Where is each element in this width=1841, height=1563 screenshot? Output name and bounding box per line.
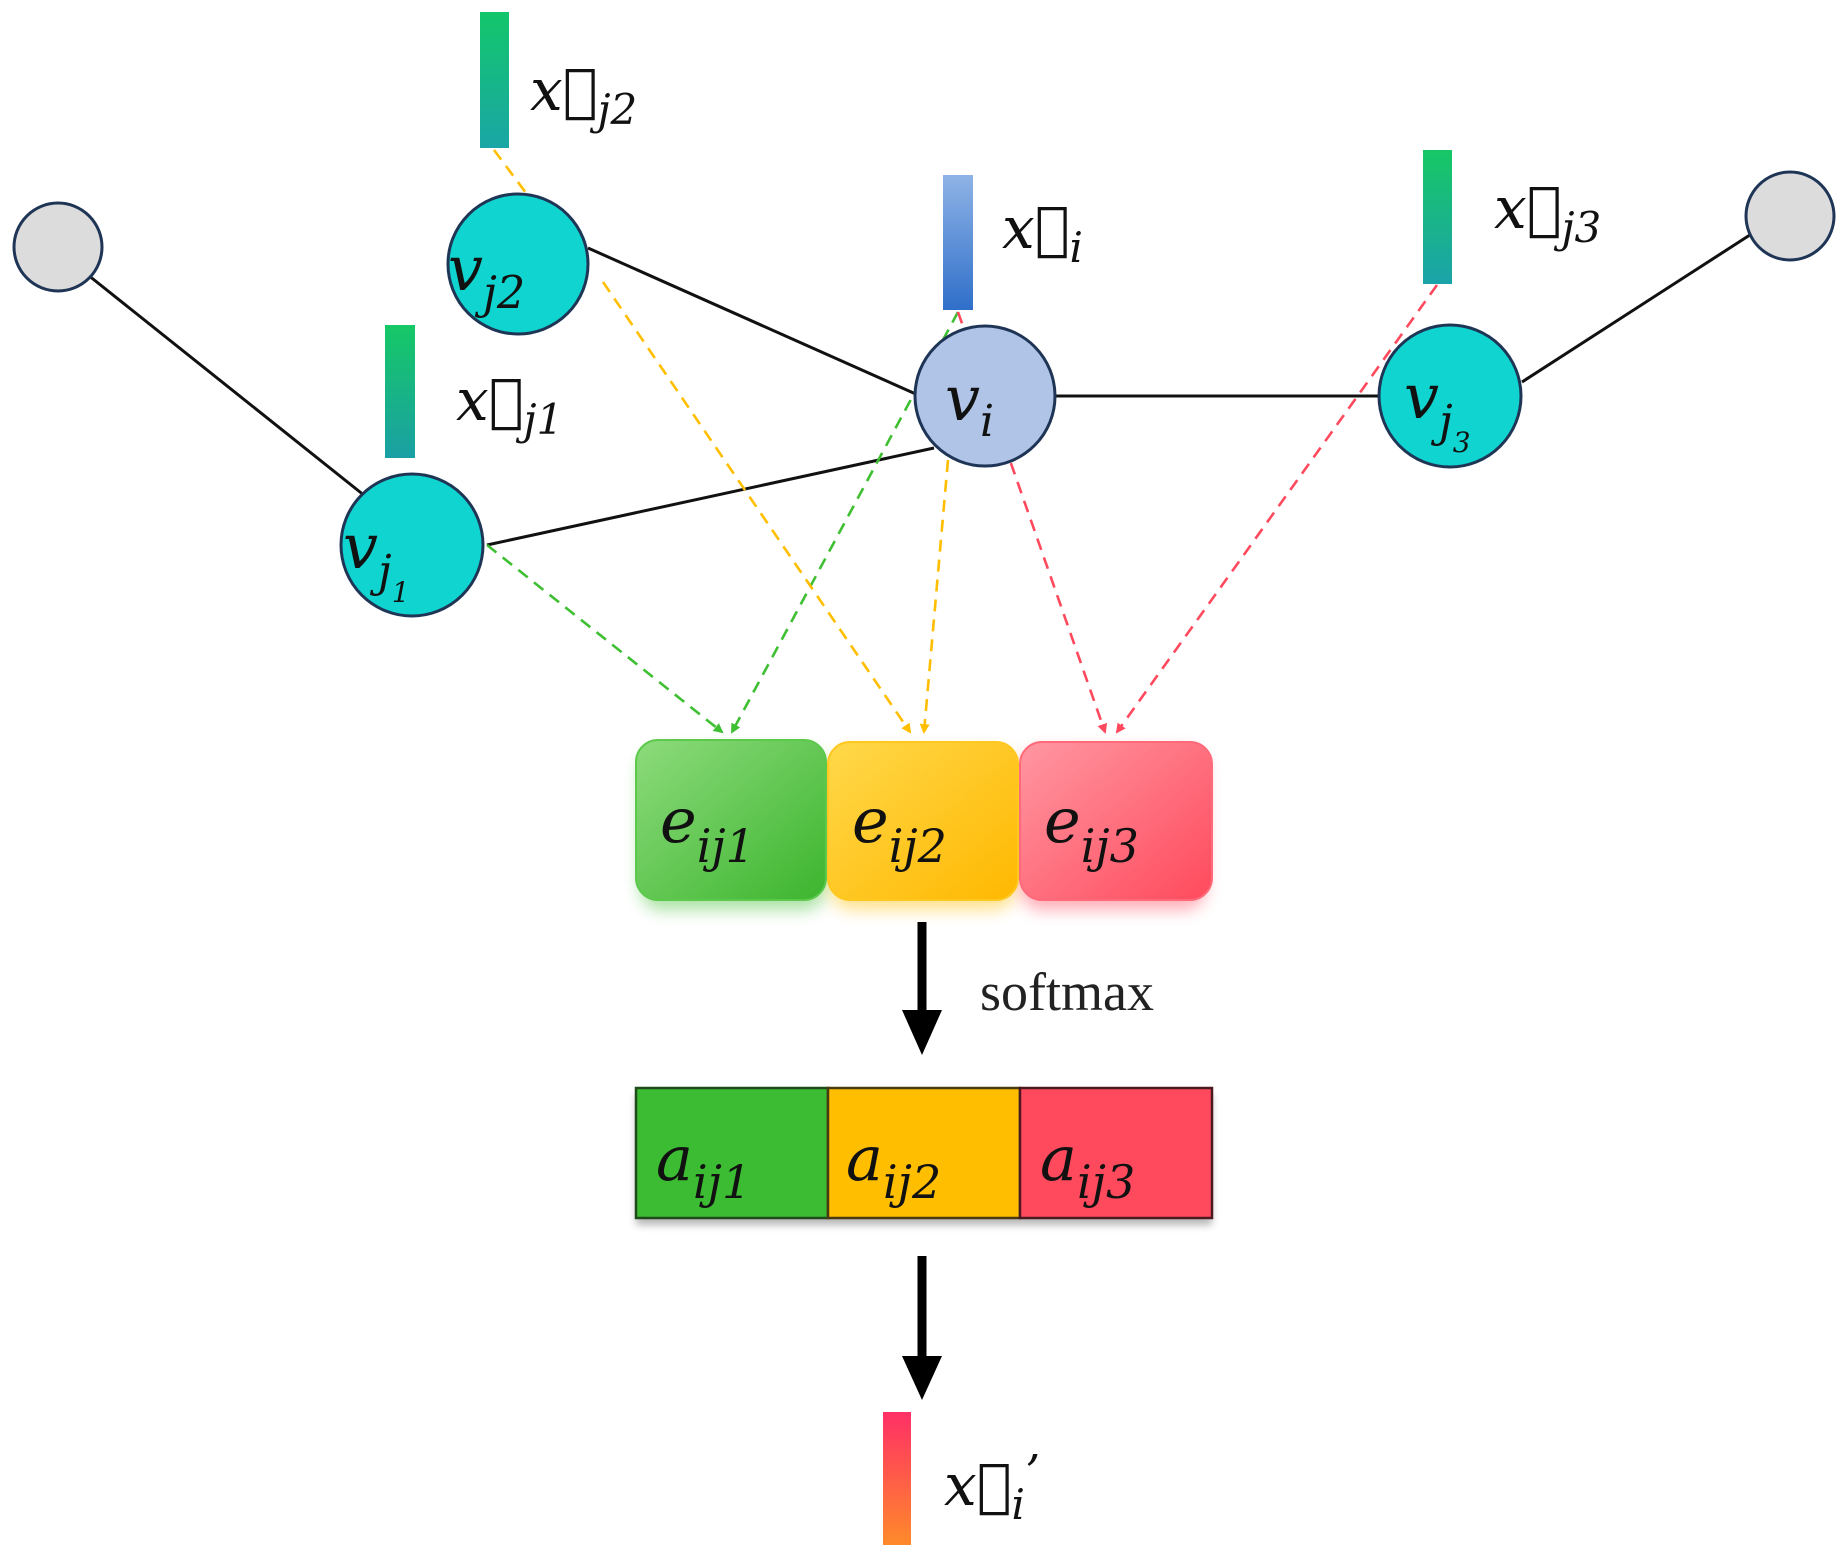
score-label-eij2: eij2: [852, 784, 947, 873]
score-box-eij2: [827, 741, 1019, 901]
aggregation-step: [902, 1256, 942, 1400]
node-vi: [913, 324, 1057, 468]
feature-label-xj2: x⃗j2: [530, 56, 637, 134]
feature-bar-xj3: [1423, 150, 1452, 284]
arrow-vi-to-eij2: [919, 459, 950, 734]
other-node-left: [12, 201, 104, 293]
arrow-xj2-to-vj2: [492, 149, 537, 206]
arrow-xi-to-eij3: [956, 311, 1108, 734]
attention-arrows: [486, 149, 1439, 734]
weight-label-aij1: aij1: [656, 1122, 751, 1209]
weight-cell-aij1: [634, 1086, 830, 1220]
edge-vj2-vi: [587, 246, 919, 397]
feature-label-xj1: x⃗j1: [456, 366, 563, 444]
edge-vj1-vi: [486, 446, 935, 547]
score-label-eij1: eij1: [660, 784, 755, 873]
softmax-label: softmax: [980, 962, 1154, 1022]
arrow-xj3-to-eij3: [1115, 284, 1439, 734]
aggregation-arrow-head: [902, 1356, 942, 1400]
edge-left-vj1: [87, 273, 371, 502]
feature-bar-xj1: [385, 325, 415, 458]
other-node-right: [1744, 170, 1836, 262]
output-feature: x⃗i’: [883, 1412, 1040, 1545]
feature-label-xi-out: x⃗i’: [944, 1445, 1040, 1529]
feature-vectors: x⃗j2 x⃗i x⃗j3 x⃗j1: [385, 12, 1601, 458]
node-vj2-label: vj2: [448, 232, 525, 319]
node-vj3: [1377, 323, 1523, 469]
feature-bar-xi: [943, 175, 973, 310]
feature-label-xi: x⃗i: [1002, 194, 1083, 272]
score-box-eij1: [635, 739, 827, 901]
feature-bar-xj2: [480, 12, 509, 148]
graph-edges: [87, 220, 1771, 547]
node-vj2: [446, 192, 590, 336]
score-box-eij3: [1019, 741, 1213, 901]
node-vj1: [339, 472, 485, 618]
arrow-vj2-to-eij2: [601, 281, 912, 734]
softmax-step: softmax: [902, 922, 1154, 1055]
weight-label-aij2: aij2: [846, 1122, 941, 1209]
weight-cell-aij2: [826, 1086, 1022, 1220]
attention-weights: aij1 aij2 aij3: [634, 1086, 1214, 1225]
attention-scores: eij1 eij2 eij3: [635, 739, 1213, 910]
feature-bar-xi-out: [883, 1412, 911, 1545]
weight-cell-aij3: [1018, 1086, 1214, 1220]
graph-nodes: vj2 vi vj1 vj3: [12, 170, 1836, 618]
weight-label-aij3: aij3: [1040, 1122, 1135, 1209]
arrow-vj1-to-eij1: [486, 543, 724, 734]
edge-vj3-right: [1521, 220, 1771, 384]
score-label-eij3: eij3: [1044, 784, 1139, 873]
softmax-arrow-head: [902, 1010, 942, 1055]
feature-label-xj3: x⃗j3: [1494, 174, 1601, 252]
node-vi-label: vi: [945, 362, 994, 447]
